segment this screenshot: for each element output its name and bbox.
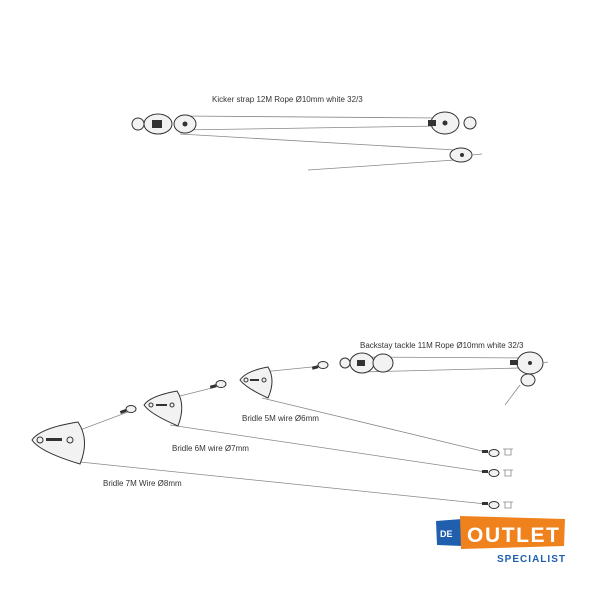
- thimble-icon: [311, 361, 329, 370]
- logo-de: DE: [440, 529, 453, 539]
- thimbles: [119, 361, 513, 509]
- kicker-block-right: [428, 111, 477, 135]
- thimble-icon: [119, 405, 137, 414]
- thimble-shackle-icon: [482, 501, 513, 509]
- kicker-label: Kicker strap 12M Rope Ø10mm white 32/3: [212, 95, 363, 104]
- bridle-6m-label: Bridle 6M wire Ø7mm: [172, 444, 249, 453]
- logo-outlet: OUTLET: [467, 524, 559, 547]
- backstay-tackle: Backstay tackle 11M Rope Ø10mm white 32/…: [339, 341, 549, 406]
- kicker-block-left: [131, 113, 197, 135]
- bridle-7m-label: Bridle 7M Wire Ø8mm: [103, 479, 182, 488]
- kicker-cleat-block: [449, 147, 483, 163]
- thimble-shackle-icon: [482, 469, 513, 477]
- thimble-icon: [209, 380, 227, 389]
- bridle-plate-large: [31, 421, 85, 465]
- bridle-plate-small: [239, 366, 273, 399]
- backstay-label: Backstay tackle 11M Rope Ø10mm white 32/…: [360, 341, 524, 350]
- bridle-plate-medium: [143, 390, 183, 427]
- logo-specialist: SPECIALIST: [497, 554, 565, 565]
- thimble-shackle-icon: [482, 448, 513, 457]
- de-outlet-specialist-logo: DE OUTLET SPECIALIST: [436, 516, 565, 565]
- kicker-strap: Kicker strap 12M Rope Ø10mm white 32/3: [131, 95, 483, 171]
- bridle-5m-label: Bridle 5M wire Ø6mm: [242, 414, 319, 423]
